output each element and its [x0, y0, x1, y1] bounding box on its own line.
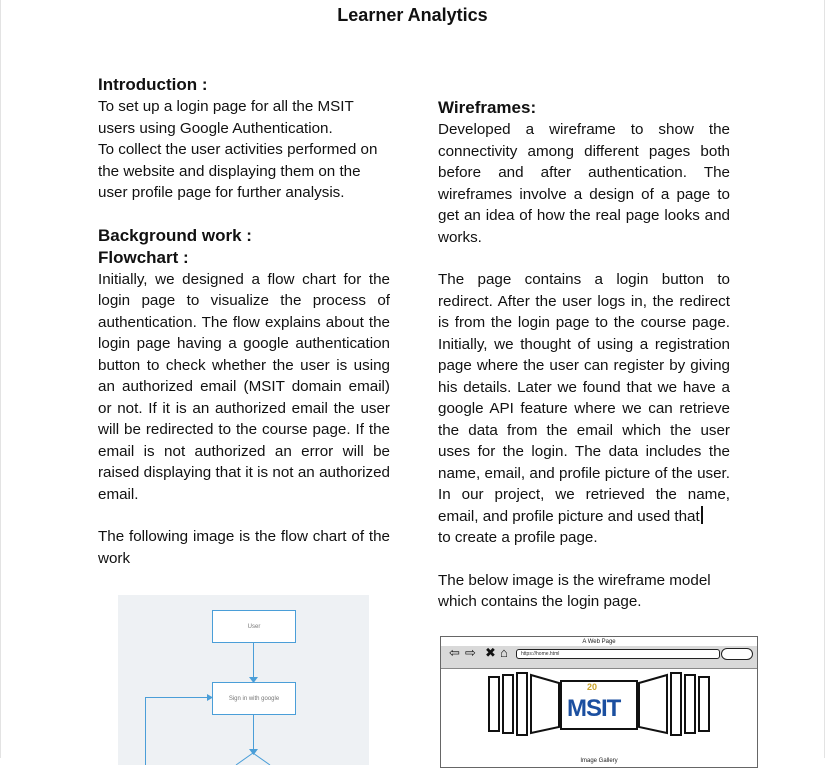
carousel-center-slide — [560, 680, 638, 730]
flowchart-arrowhead — [249, 749, 258, 755]
logo-badge: 20 — [587, 682, 598, 692]
flowchart-arrowhead — [207, 694, 213, 701]
carousel-slide-right — [698, 676, 710, 732]
flowchart-box-signin: Sign in with google — [212, 682, 296, 715]
flowchart-connector — [253, 642, 254, 682]
carousel-slide-right — [670, 672, 682, 736]
forward-arrow-icon: ⇨ — [465, 645, 476, 660]
carousel-slide-left-perspective — [530, 673, 560, 735]
msit-logo: MSIT — [567, 695, 621, 722]
carousel-slide-left — [488, 676, 500, 732]
wireframes-paragraph-2-end: to create a profile page. — [438, 529, 598, 546]
wireframe-gallery-label: Image Gallery — [580, 758, 618, 764]
wireframes-paragraph-1: Developed a wireframe to show the connec… — [438, 121, 730, 246]
document-title: Learner Analytics — [337, 5, 488, 25]
wireframe-image: A Web Page ⇦ ⇨ ✖ ⌂ https://home.html 20 … — [440, 636, 758, 768]
right-column: Wireframes: Developed a wireframe to sho… — [438, 97, 730, 613]
page-edge-left — [0, 0, 1, 758]
wireframe-image-carousel — [488, 672, 710, 736]
introduction-paragraph-1: To set up a login page for all the MSIT … — [98, 98, 354, 137]
back-arrow-icon: ⇦ — [449, 645, 460, 660]
wireframes-paragraph-2-text: The page contains a login button to redi… — [438, 271, 730, 525]
left-column: Introduction : To set up a login page fo… — [98, 74, 390, 569]
flowchart-connector — [145, 697, 212, 698]
introduction-heading: Introduction : — [98, 75, 208, 94]
wireframes-paragraph-3: The below image is the wireframe model w… — [438, 571, 711, 611]
flowchart-connector — [145, 697, 146, 765]
carousel-slide-left — [502, 674, 514, 734]
flowchart-connector — [253, 714, 254, 754]
carousel-slide-left — [516, 672, 528, 736]
flowchart-image: User Sign in with google — [118, 595, 369, 765]
wireframes-heading: Wireframes: — [438, 98, 537, 117]
flowchart-paragraph: Initially, we designed a flow chart for … — [98, 270, 390, 503]
home-icon: ⌂ — [500, 645, 508, 660]
wireframe-page-title: A Web Page — [582, 639, 616, 645]
carousel-slide-right — [684, 674, 696, 734]
flowchart-box-user: User — [212, 610, 296, 643]
flowchart-decision-diamond — [235, 752, 271, 765]
flowchart-caption: The following image is the flow chart of… — [98, 528, 390, 567]
carousel-slide-right-perspective — [638, 673, 668, 735]
flowchart-heading: Flowchart : — [98, 247, 189, 267]
close-icon: ✖ — [485, 645, 496, 660]
wireframe-search-pill — [721, 648, 753, 660]
wireframes-paragraph-2: The page contains a login button to redi… — [438, 269, 730, 527]
background-heading: Background work : — [98, 225, 252, 245]
text-cursor — [700, 505, 703, 524]
flowchart-arrowhead — [249, 677, 258, 683]
flowchart-arrows — [207, 677, 271, 765]
introduction-paragraph-2: To collect the user activities performed… — [98, 141, 378, 201]
wireframe-url-bar: https://home.html — [516, 649, 720, 659]
